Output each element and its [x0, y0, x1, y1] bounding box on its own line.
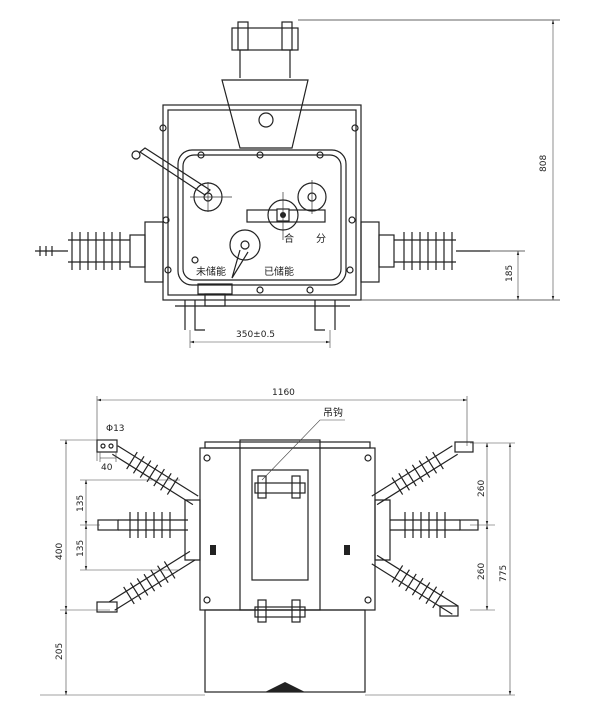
spring-indicator [229, 229, 261, 279]
right-insulators [371, 441, 479, 617]
housing [162, 104, 362, 301]
label-open: 分 [316, 233, 326, 245]
dim-350: 350±0.5 [236, 330, 275, 340]
dim-400: 400 [55, 543, 65, 560]
mechanism-box [204, 609, 366, 693]
left-insulator [35, 221, 164, 283]
dim-135-lower: 135 [76, 540, 86, 557]
dim-1160: 1160 [272, 388, 295, 398]
label-uncharged: 未储能 [196, 265, 226, 278]
close-open-lever [246, 192, 326, 240]
front-view: 合 分 未储能 已储能 [35, 19, 560, 348]
dim-808: 808 [539, 155, 549, 172]
dim-40: 40 [101, 463, 113, 473]
front-panel [177, 149, 347, 286]
label-close: 合 [284, 232, 294, 245]
right-insulator [360, 221, 525, 283]
dim-260-lower: 260 [477, 563, 487, 580]
charge-shaft [190, 182, 232, 212]
top-view: 1160 吊钩 [40, 388, 515, 696]
panel-bolts [159, 124, 359, 294]
indicator-shaft [297, 180, 327, 214]
label-lifting-hook: 吊钩 [323, 407, 343, 419]
label-charged: 已储能 [264, 265, 294, 278]
dim-205: 205 [55, 643, 65, 660]
dim-phi13: Φ13 [106, 424, 125, 434]
tank-body [199, 447, 376, 611]
top-bracket [221, 19, 560, 149]
left-insulators [96, 439, 199, 613]
dim-260-upper: 260 [477, 480, 487, 497]
dim-185: 185 [505, 265, 515, 282]
lifting-hooks [254, 475, 306, 623]
dim-135-upper: 135 [76, 495, 86, 512]
center-cover [239, 439, 321, 611]
operating-handle [138, 147, 211, 196]
dim-775: 775 [499, 565, 509, 582]
